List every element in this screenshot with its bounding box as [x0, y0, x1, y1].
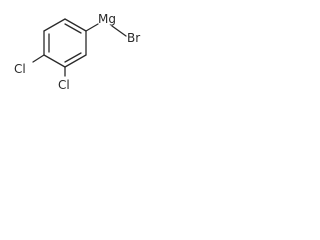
magnesium-label: Mg — [98, 12, 116, 26]
ring-double-bond-bottom-right — [64, 52, 82, 63]
ring-bond-top-left — [43, 18, 66, 32]
bond-ring-to-mg — [85, 23, 99, 32]
chlorine-meta-label: Cl — [58, 78, 70, 92]
benzene-ring — [43, 18, 87, 68]
ring-bond-top-right — [64, 18, 87, 32]
bond-mg-to-br — [111, 25, 127, 37]
ring-double-bond-top-right — [64, 23, 82, 34]
ring-bond-bottom-right — [64, 54, 87, 68]
ring-bond-bottom-left — [43, 54, 66, 68]
bond-ring-to-cl-para — [32, 54, 45, 63]
chlorine-para-label: Cl — [14, 62, 26, 76]
structural-formula: Mg Br Cl Cl — [14, 12, 140, 92]
bromine-label: Br — [127, 31, 140, 45]
